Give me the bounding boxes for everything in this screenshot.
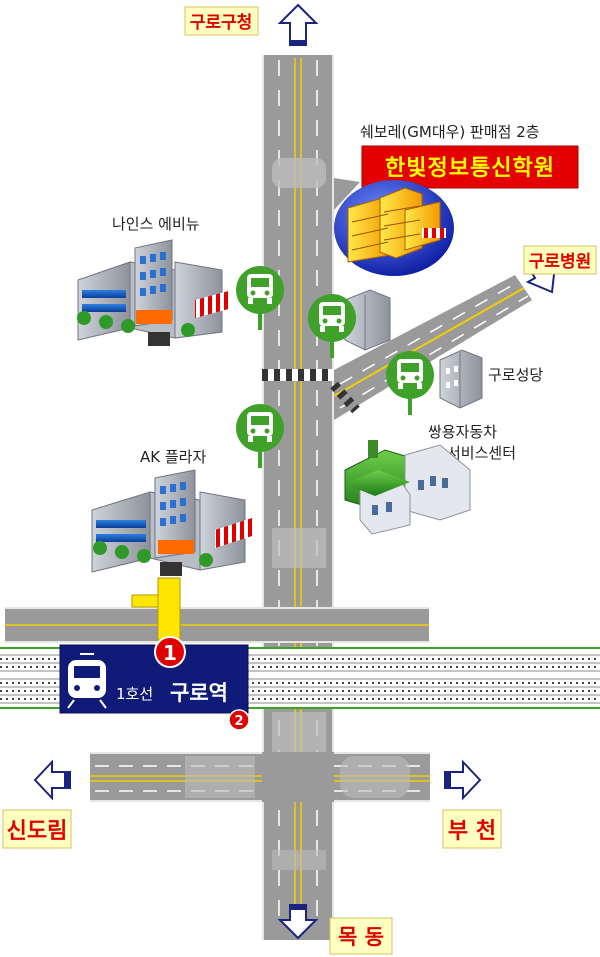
direction-west-text: 신도림: [7, 819, 68, 844]
station-box: 1호선 구로역: [59, 644, 249, 714]
crosswalk: [262, 369, 360, 414]
nines-avenue-label: 나인스 에비뉴: [112, 215, 200, 233]
station-exit-2: 2: [228, 709, 250, 731]
direction-label-west: 신도림: [2, 809, 72, 849]
station-exit-1: 1: [154, 636, 186, 668]
direction-label-east-upper: 구로병원: [523, 245, 597, 275]
arrow-down-icon: [277, 904, 319, 940]
ssangyong-label-line1: 쌍용자동차: [428, 423, 497, 441]
direction-south-text: 목 동: [338, 925, 384, 949]
arrow-left-icon: [33, 759, 71, 801]
train-icon: [67, 653, 107, 709]
direction-label-east: 부 천: [442, 809, 502, 849]
ak-plaza-building: [91, 469, 252, 576]
direction-east-text: 부 천: [448, 819, 496, 844]
chevrolet-dealer-label: 쉐보레(GM대우) 판매점 2층: [360, 123, 540, 141]
direction-north-text: 구로구청: [190, 12, 253, 33]
academy-building: [334, 180, 454, 276]
exit-2-number: 2: [234, 714, 243, 729]
ssangyong-building: [344, 440, 471, 535]
ssangyong-label-line2: 서비스센터: [447, 444, 516, 462]
grey-building-small: [344, 289, 391, 351]
direction-label-south: 목 동: [329, 917, 393, 955]
station-line-text: 1호선: [116, 685, 153, 703]
cathedral-building: [439, 349, 483, 409]
nines-avenue-building: [77, 239, 232, 346]
bus-stop-icon: [384, 349, 436, 417]
academy-name: 한빛정보통신학원: [385, 156, 555, 181]
arrow-right-icon: [444, 759, 482, 801]
academy-sign: 한빛정보통신학원: [361, 145, 579, 189]
cathedral-label: 구로성당: [488, 366, 543, 384]
ak-plaza-label: AK 플라자: [140, 448, 206, 466]
direction-label-north: 구로구청: [184, 6, 259, 36]
exit-1-number: 1: [163, 641, 177, 665]
direction-east-upper-text: 구로병원: [529, 252, 592, 272]
station-name-text: 구로역: [170, 681, 228, 705]
arrow-up-icon: [277, 3, 319, 46]
station-walkway: [131, 577, 181, 641]
